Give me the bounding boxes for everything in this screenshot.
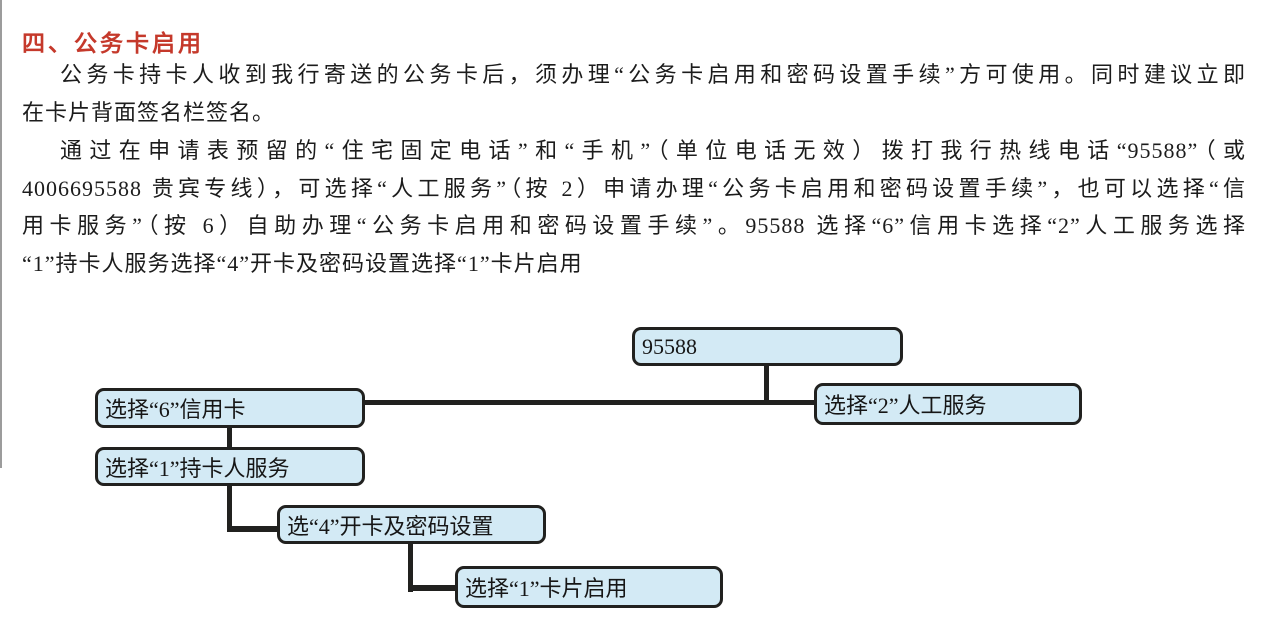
paragraph-2-line-3: 用卡服务”（按 6）自助办理“公务卡启用和密码设置手续”。95588 选择“6”… — [22, 213, 1246, 239]
flowchart-node-credit-card: 选择“6”信用卡 — [95, 388, 365, 428]
paragraph-2-line-4: “1”持卡人服务选择“4”开卡及密码设置选择“1”卡片启用 — [22, 250, 583, 276]
connector-holder-to-open-vertical — [227, 485, 232, 532]
flowchart-node-hotline: 95588 — [632, 327, 903, 366]
connector-credit-to-holder — [227, 427, 232, 448]
flowchart-node-card-enable: 选择“1”卡片启用 — [455, 566, 723, 608]
flowchart-node-open-card-pin: 选“4”开卡及密码设置 — [277, 505, 546, 544]
paragraph-2: 通过在申请表预留的“住宅固定电话”和“手机”（单位电话无效）拨打我行热线电话“9… — [22, 132, 1246, 282]
connector-hotline-drop — [764, 364, 769, 405]
flowchart-node-manual-service: 选择“2”人工服务 — [814, 383, 1082, 425]
paragraph-1-line-2: 在卡片背面签名栏签名。 — [22, 99, 276, 125]
connector-open-to-enable-horizontal — [408, 585, 457, 591]
section-heading: 四、公务卡启用 — [22, 31, 204, 56]
scan-edge-artifact — [0, 0, 2, 468]
paragraph-2-line-2: 4006695588 贵宾专线），可选择“人工服务”（按 2）申请办理“公务卡启… — [22, 175, 1246, 201]
connector-holder-to-open-horizontal — [227, 526, 279, 532]
paragraph-1: 公务卡持卡人收到我行寄送的公务卡后，须办理“公务卡启用和密码设置手续”方可使用。… — [22, 56, 1246, 131]
paragraph-2-line-1: 通过在申请表预留的“住宅固定电话”和“手机”（单位电话无效）拨打我行热线电话“9… — [60, 138, 1246, 163]
paragraph-1-line-1: 公务卡持卡人收到我行寄送的公务卡后，须办理“公务卡启用和密码设置手续”方可使用。… — [60, 62, 1246, 87]
connector-horizontal-trunk — [363, 400, 816, 405]
connector-open-to-enable-vertical — [408, 543, 413, 592]
flowchart-node-cardholder-service: 选择“1”持卡人服务 — [95, 447, 365, 486]
